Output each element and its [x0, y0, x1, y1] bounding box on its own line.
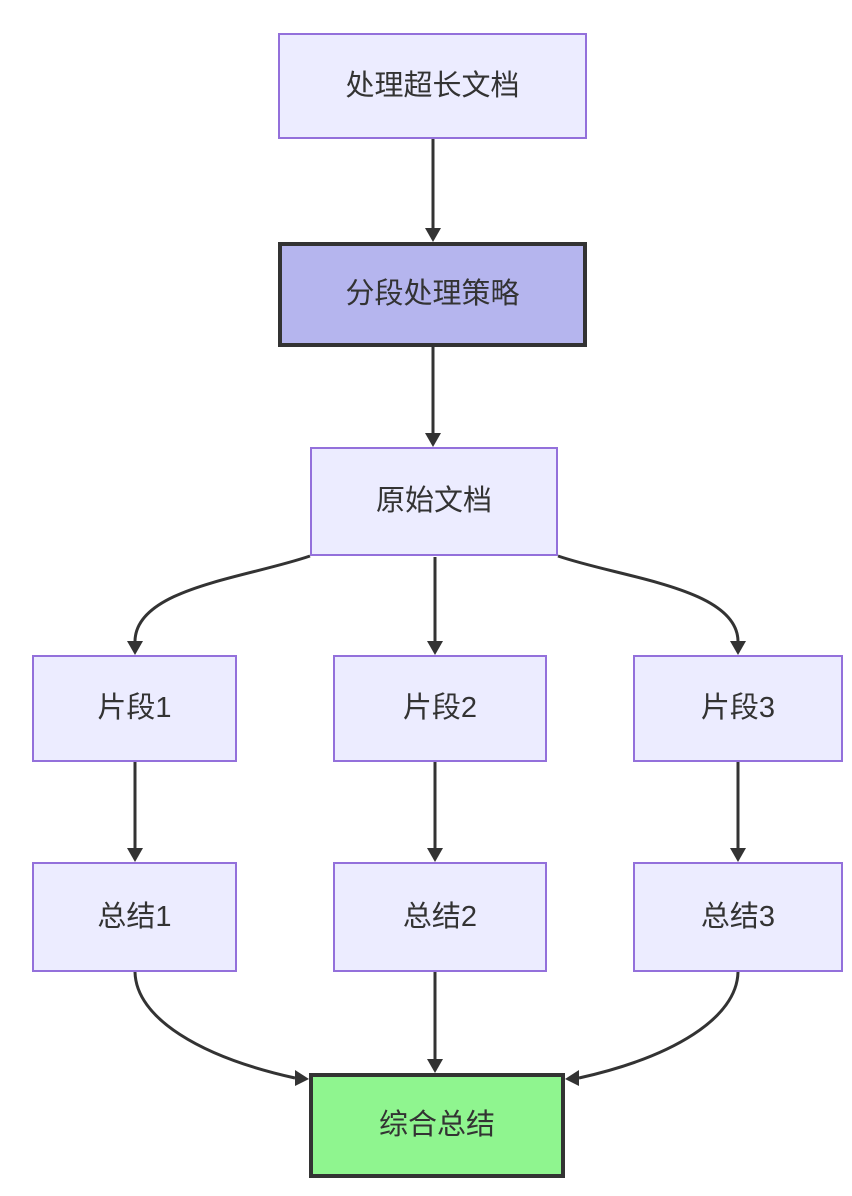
- node-summary-2: 总结2: [333, 862, 547, 972]
- node-fragment-1: 片段1: [32, 655, 237, 762]
- edge-summary-3-final-summary: [565, 971, 740, 1086]
- node-strategy-label: 分段处理策略: [345, 278, 520, 311]
- edge-summary-1-final-summary: [133, 971, 309, 1086]
- node-summary-3-label: 总结3: [700, 900, 776, 933]
- edge-original-doc-fragment-1: [127, 554, 311, 655]
- node-task: 处理超长文档: [278, 33, 587, 139]
- node-fragment-2-label: 片段2: [402, 692, 478, 725]
- node-fragment-1-label: 片段1: [97, 692, 172, 725]
- node-original-doc-label: 原始文档: [375, 485, 492, 518]
- node-final-summary: 综合总结: [309, 1073, 565, 1178]
- node-fragment-2: 片段2: [333, 655, 547, 762]
- node-strategy: 分段处理策略: [278, 242, 587, 347]
- edge-task-strategy: [425, 139, 441, 242]
- edge-original-doc-fragment-2: [427, 557, 443, 655]
- edge-summary-2-final-summary: [427, 972, 443, 1073]
- edge-fragment-3-summary-3: [730, 762, 746, 862]
- node-original-doc: 原始文档: [310, 447, 558, 556]
- node-summary-3: 总结3: [633, 862, 843, 972]
- node-task-label: 处理超长文档: [345, 69, 520, 102]
- node-fragment-3: 片段3: [633, 655, 843, 762]
- node-final-summary-label: 综合总结: [378, 1109, 495, 1142]
- edge-fragment-2-summary-2: [427, 762, 443, 862]
- node-summary-1-label: 总结1: [97, 900, 172, 933]
- edge-fragment-1-summary-1: [127, 762, 143, 862]
- edge-strategy-original-doc: [425, 347, 441, 447]
- node-summary-2-label: 总结2: [402, 900, 478, 933]
- node-fragment-3-label: 片段3: [700, 692, 776, 725]
- edge-original-doc-fragment-3: [557, 554, 746, 655]
- node-summary-1: 总结1: [32, 862, 237, 972]
